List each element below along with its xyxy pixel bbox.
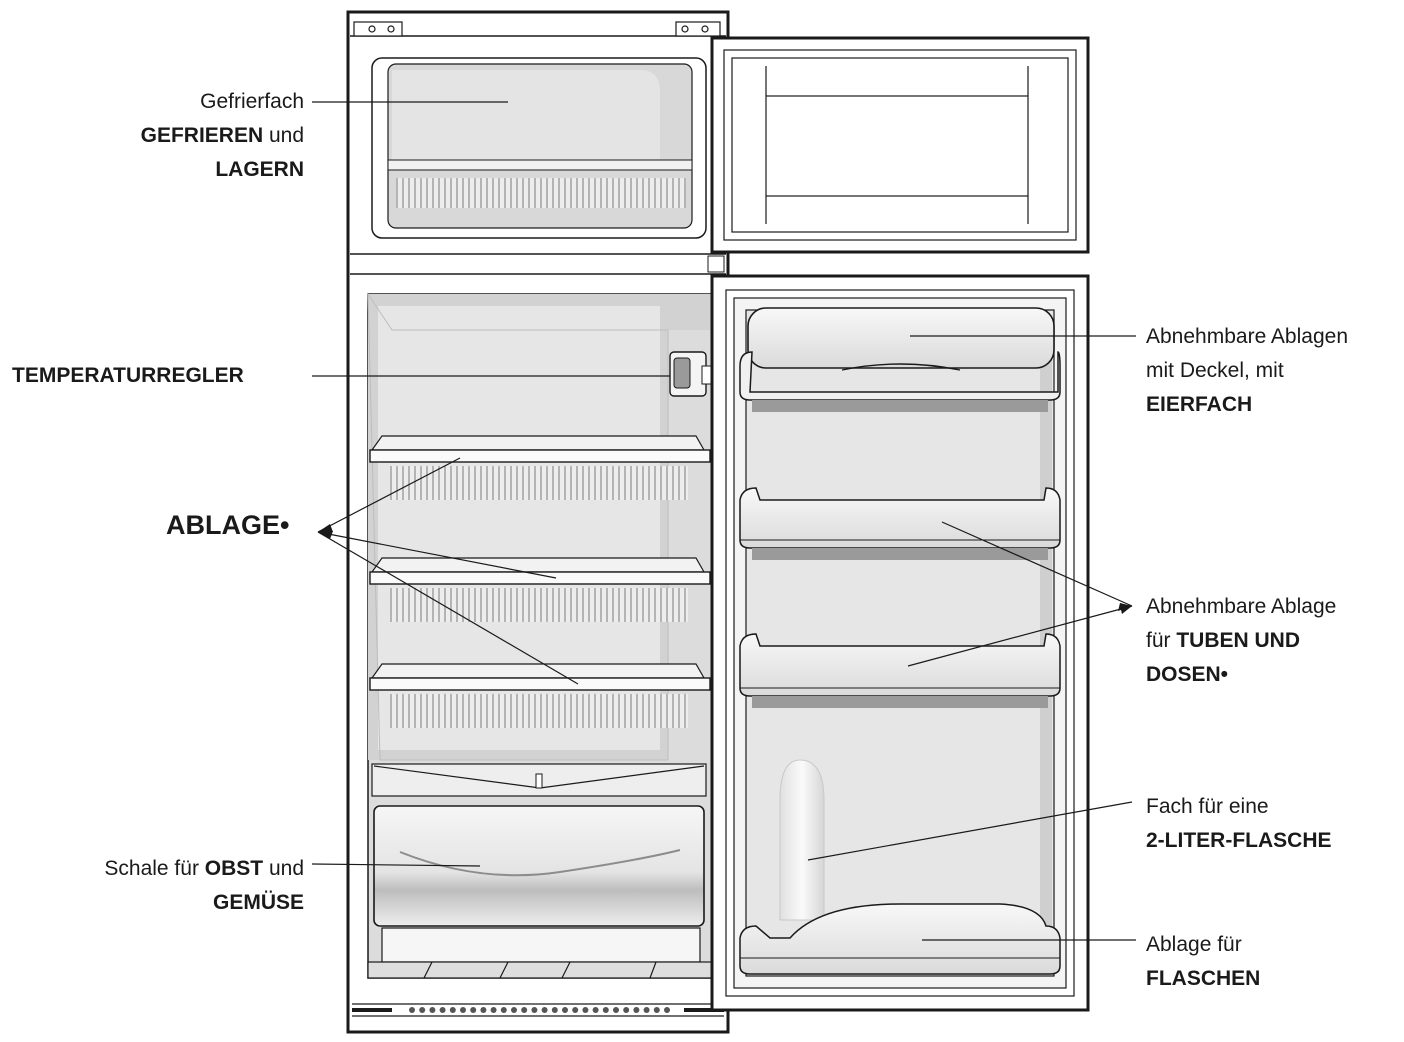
label-freezer-bold: GEFRIEREN: [140, 124, 264, 147]
label-freezer-line1: Gefrierfach: [200, 90, 304, 113]
egg-shelf-with-lid: [739, 307, 1061, 412]
vent-dot: [613, 1007, 619, 1013]
label-bottle-compartment-line2: 2-LITER-FLASCHE: [1146, 829, 1332, 852]
leader-shelf-3: [317, 531, 579, 685]
label-bottle-compartment: Fach für eine 2-LITER-FLASCHE: [1146, 790, 1332, 858]
leader-lines: [311, 101, 1136, 941]
label-freezer-rest: und: [263, 124, 304, 147]
vent-dot: [562, 1007, 568, 1013]
label-crisper: Schale für OBST und GEMÜSE: [30, 852, 304, 920]
leader-shelf-2: [317, 531, 557, 579]
fridge-shelf-3: [369, 663, 711, 728]
fridge-shelf-2: [369, 557, 711, 622]
label-bottle-compartment-line1: Fach für eine: [1146, 795, 1269, 818]
label-bottle-shelf: Ablage für FLASCHEN: [1146, 928, 1260, 996]
leader-crisper: [311, 863, 481, 867]
thermostat-knob: [669, 351, 713, 397]
vent-dot: [643, 1007, 650, 1013]
freezer-compartment: [371, 57, 707, 239]
label-shelf-text: ABLAGE•: [166, 510, 290, 540]
vent-dot: [592, 1007, 599, 1013]
label-freezer-line3: LAGERN: [215, 158, 304, 181]
label-crisper-bold2: GEMÜSE: [212, 891, 304, 914]
label-shelf: ABLAGE•: [166, 508, 289, 545]
bottle-2l-holder: [779, 759, 825, 921]
vent-dot: [460, 1007, 466, 1013]
vent-dot: [531, 1007, 538, 1013]
label-tube-shelf-bold: TUBEN UND: [1176, 629, 1301, 652]
vent-dot: [541, 1007, 548, 1013]
leader-bottle-compartment: [807, 801, 1133, 861]
vent-dot: [490, 1007, 497, 1013]
label-tube-shelf-line1: Abnehmbare Ablage: [1146, 595, 1337, 618]
label-egg-shelf-line2: mit Deckel, mit: [1146, 359, 1284, 382]
vent-dot: [439, 1007, 446, 1013]
label-egg-shelf: Abnehmbare Ablagen mit Deckel, mit EIERF…: [1146, 320, 1348, 422]
vent-dot: [409, 1007, 415, 1013]
leader-tube-shelf-1: [941, 521, 1133, 607]
vent-dot: [582, 1007, 589, 1013]
door-shelf-tubes-1: [739, 487, 1061, 560]
vent-dot: [470, 1007, 477, 1013]
vent-dot: [572, 1007, 579, 1013]
fridge-door: [710, 274, 1090, 1012]
label-crisper-suffix: und: [263, 857, 304, 880]
label-thermostat: TEMPERATURREGLER: [12, 359, 244, 393]
freezer-door: [710, 36, 1090, 254]
vent-dot: [551, 1007, 558, 1013]
label-egg-shelf-line3: EIERFACH: [1146, 393, 1253, 416]
door-shelf-tubes-2: [739, 633, 1061, 708]
vent-dot: [511, 1007, 517, 1013]
label-thermostat-text: TEMPERATURREGLER: [12, 364, 244, 387]
label-bottle-shelf-line2: FLASCHEN: [1146, 967, 1261, 990]
fridge-shelf-1: [369, 435, 711, 500]
label-tube-shelf-line3: DOSEN•: [1146, 663, 1229, 686]
label-crisper-prefix: Schale für: [104, 857, 205, 880]
vent-dot: [653, 1007, 660, 1013]
vent-dot: [633, 1007, 640, 1013]
label-tube-shelf: Abnehmbare Ablage für TUBEN UND DOSEN•: [1146, 590, 1336, 692]
leader-arrowheads: [318, 524, 1132, 614]
label-freezer: Gefrierfach GEFRIEREN und LAGERN: [60, 85, 304, 187]
vent-dot: [521, 1007, 528, 1013]
bottle-shelf: [739, 903, 1061, 975]
vent-grille: [352, 1003, 724, 1017]
vent-dot: [429, 1007, 436, 1013]
label-egg-shelf-line1: Abnehmbare Ablagen: [1146, 325, 1348, 348]
label-tube-shelf-prefix: für: [1146, 629, 1177, 652]
vent-dot: [480, 1007, 487, 1013]
leader-shelf-1: [317, 457, 461, 533]
label-crisper-bold1: OBST: [204, 857, 264, 880]
vent-dot: [602, 1007, 609, 1013]
vent-dot: [449, 1007, 456, 1013]
label-bottle-shelf-line1: Ablage für: [1146, 933, 1242, 956]
vent-dot: [623, 1007, 630, 1013]
vent-dot: [419, 1007, 426, 1013]
crisper-drawer: [367, 763, 713, 979]
vent-dot: [664, 1007, 670, 1013]
vent-dot: [500, 1007, 507, 1013]
leader-tube-shelf-2: [907, 605, 1133, 667]
